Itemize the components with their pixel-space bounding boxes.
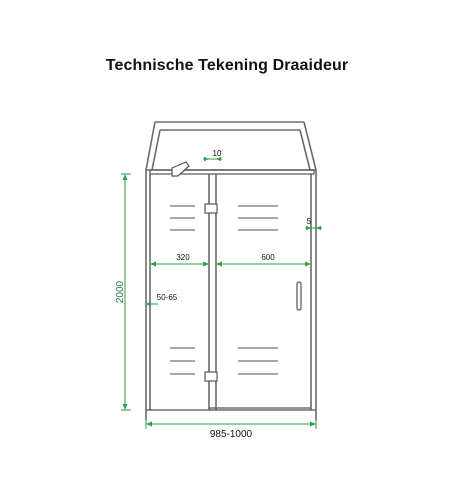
- hinge-bottom: [204, 371, 218, 382]
- overall-height-label: 2000: [115, 280, 126, 303]
- door-width-label: 600: [261, 253, 275, 262]
- stabilizer-clamp: [171, 161, 190, 177]
- inner-frame-right-diagonal: [299, 129, 311, 171]
- page-title: Technische Tekening Draaideur: [105, 57, 349, 74]
- outer-frame-right: [303, 121, 317, 420]
- inner-frame-left-diagonal: [151, 129, 161, 171]
- dimension-lines: [121, 156, 322, 429]
- hinge-top: [204, 203, 218, 214]
- fixed-panel-width-label: 320: [176, 253, 190, 262]
- side-gap-label: 5: [307, 217, 312, 226]
- glass-reflections: [170, 205, 278, 375]
- door-handle: [296, 281, 302, 311]
- adjustment-range-label: 50-65: [157, 293, 178, 302]
- wall-frame: [145, 121, 317, 420]
- panel-gap-label: 10: [213, 149, 222, 158]
- top-profile: [149, 169, 315, 175]
- overall-width-label: 985-1000: [210, 429, 253, 440]
